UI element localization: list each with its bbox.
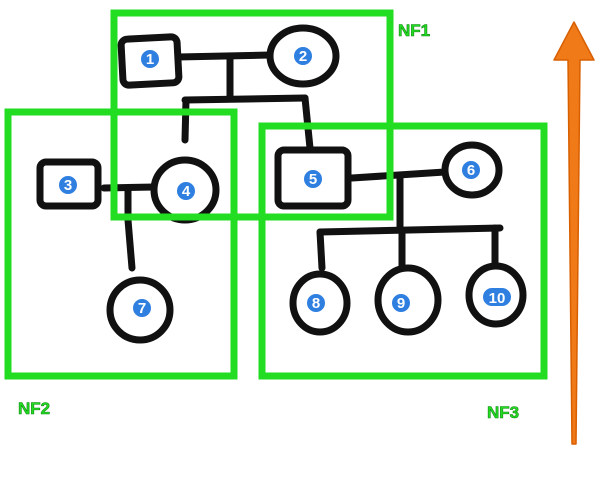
sibship-line-4-5 bbox=[181, 94, 309, 104]
badge-7-label: 7 bbox=[138, 300, 146, 317]
badge-8: 8 bbox=[305, 292, 327, 314]
family-label-nf2: NF2 bbox=[18, 399, 50, 418]
badge-1: 1 bbox=[139, 48, 161, 70]
badge-9: 9 bbox=[390, 292, 412, 314]
family-frame-nf2 bbox=[4, 108, 238, 380]
badge-4-label: 4 bbox=[182, 183, 191, 200]
badge-6-label: 6 bbox=[467, 162, 475, 179]
badge-3-label: 3 bbox=[64, 177, 72, 194]
family-label-nf1: NF1 bbox=[398, 21, 430, 40]
badge-6: 6 bbox=[460, 159, 482, 181]
badge-1-label: 1 bbox=[146, 51, 154, 68]
badge-9-label: 9 bbox=[397, 295, 405, 312]
badge-10: 10 bbox=[481, 286, 513, 308]
marriage-line-1-2 bbox=[174, 51, 274, 61]
node-badges: 1 2 3 4 5 6 7 8 bbox=[57, 45, 513, 319]
drop-line-4 bbox=[181, 96, 190, 144]
badge-7: 7 bbox=[131, 297, 153, 319]
badge-2-label: 2 bbox=[299, 48, 307, 65]
family-frame-nf3 bbox=[258, 122, 548, 380]
badge-5-label: 5 bbox=[309, 171, 317, 188]
descent-line-3-4 bbox=[124, 186, 136, 272]
badge-10-label: 10 bbox=[489, 290, 506, 307]
badge-5: 5 bbox=[302, 168, 324, 190]
family-frames bbox=[4, 9, 548, 380]
badge-4: 4 bbox=[175, 180, 197, 202]
drop-line-8 bbox=[316, 228, 326, 272]
badge-8-label: 8 bbox=[312, 295, 320, 312]
up-arrow-icon bbox=[553, 21, 595, 445]
pedigree-individuals bbox=[36, 24, 527, 344]
badge-2: 2 bbox=[292, 45, 314, 67]
badge-3: 3 bbox=[57, 174, 79, 196]
family-label-nf3: NF3 bbox=[487, 403, 519, 422]
sibship-line-8-10 bbox=[316, 224, 504, 236]
